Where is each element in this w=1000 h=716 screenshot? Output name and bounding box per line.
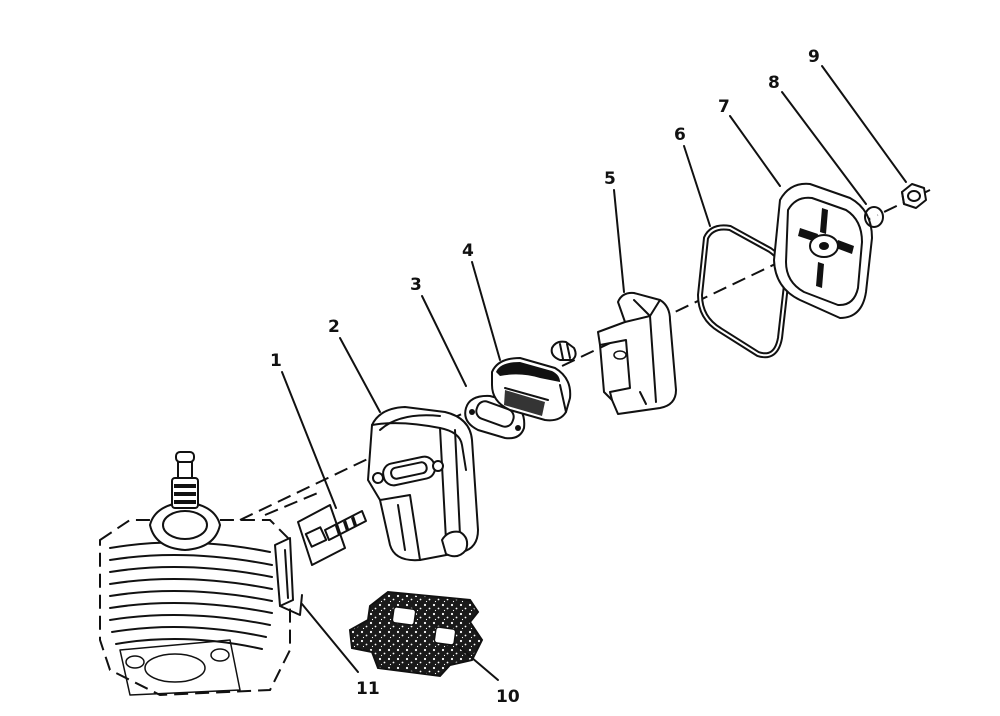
part-4-screen <box>491 357 572 422</box>
part-8-washer <box>864 206 884 228</box>
part-1-stud-and-plate <box>264 491 367 566</box>
callout-3: 3 <box>410 275 422 295</box>
spark-plug <box>171 451 199 509</box>
callout-5: 5 <box>604 169 616 189</box>
callout-8: 8 <box>768 73 780 93</box>
callout-11: 11 <box>356 679 380 699</box>
part-2-muffler-body <box>367 406 479 562</box>
part-9-nut <box>901 183 927 209</box>
callout-7: 7 <box>718 97 730 117</box>
callout-9: 9 <box>808 47 820 67</box>
callout-1: 1 <box>270 351 282 371</box>
callout-6: 6 <box>674 125 686 145</box>
leader-lines <box>281 65 907 681</box>
part-5-bracket <box>597 291 677 415</box>
part-6-seal-ring <box>696 224 790 359</box>
part-11-bracket <box>274 537 303 616</box>
part-7-cover <box>773 182 873 319</box>
retaining-clip <box>550 340 577 361</box>
callout-10: 10 <box>496 687 520 707</box>
callout-2: 2 <box>328 317 340 337</box>
callout-4: 4 <box>462 241 474 261</box>
callout-labels: 1 2 3 4 5 6 7 8 9 10 11 <box>270 47 820 707</box>
part-10-insulator-gasket <box>348 590 484 678</box>
engine-cylinder <box>99 501 291 697</box>
